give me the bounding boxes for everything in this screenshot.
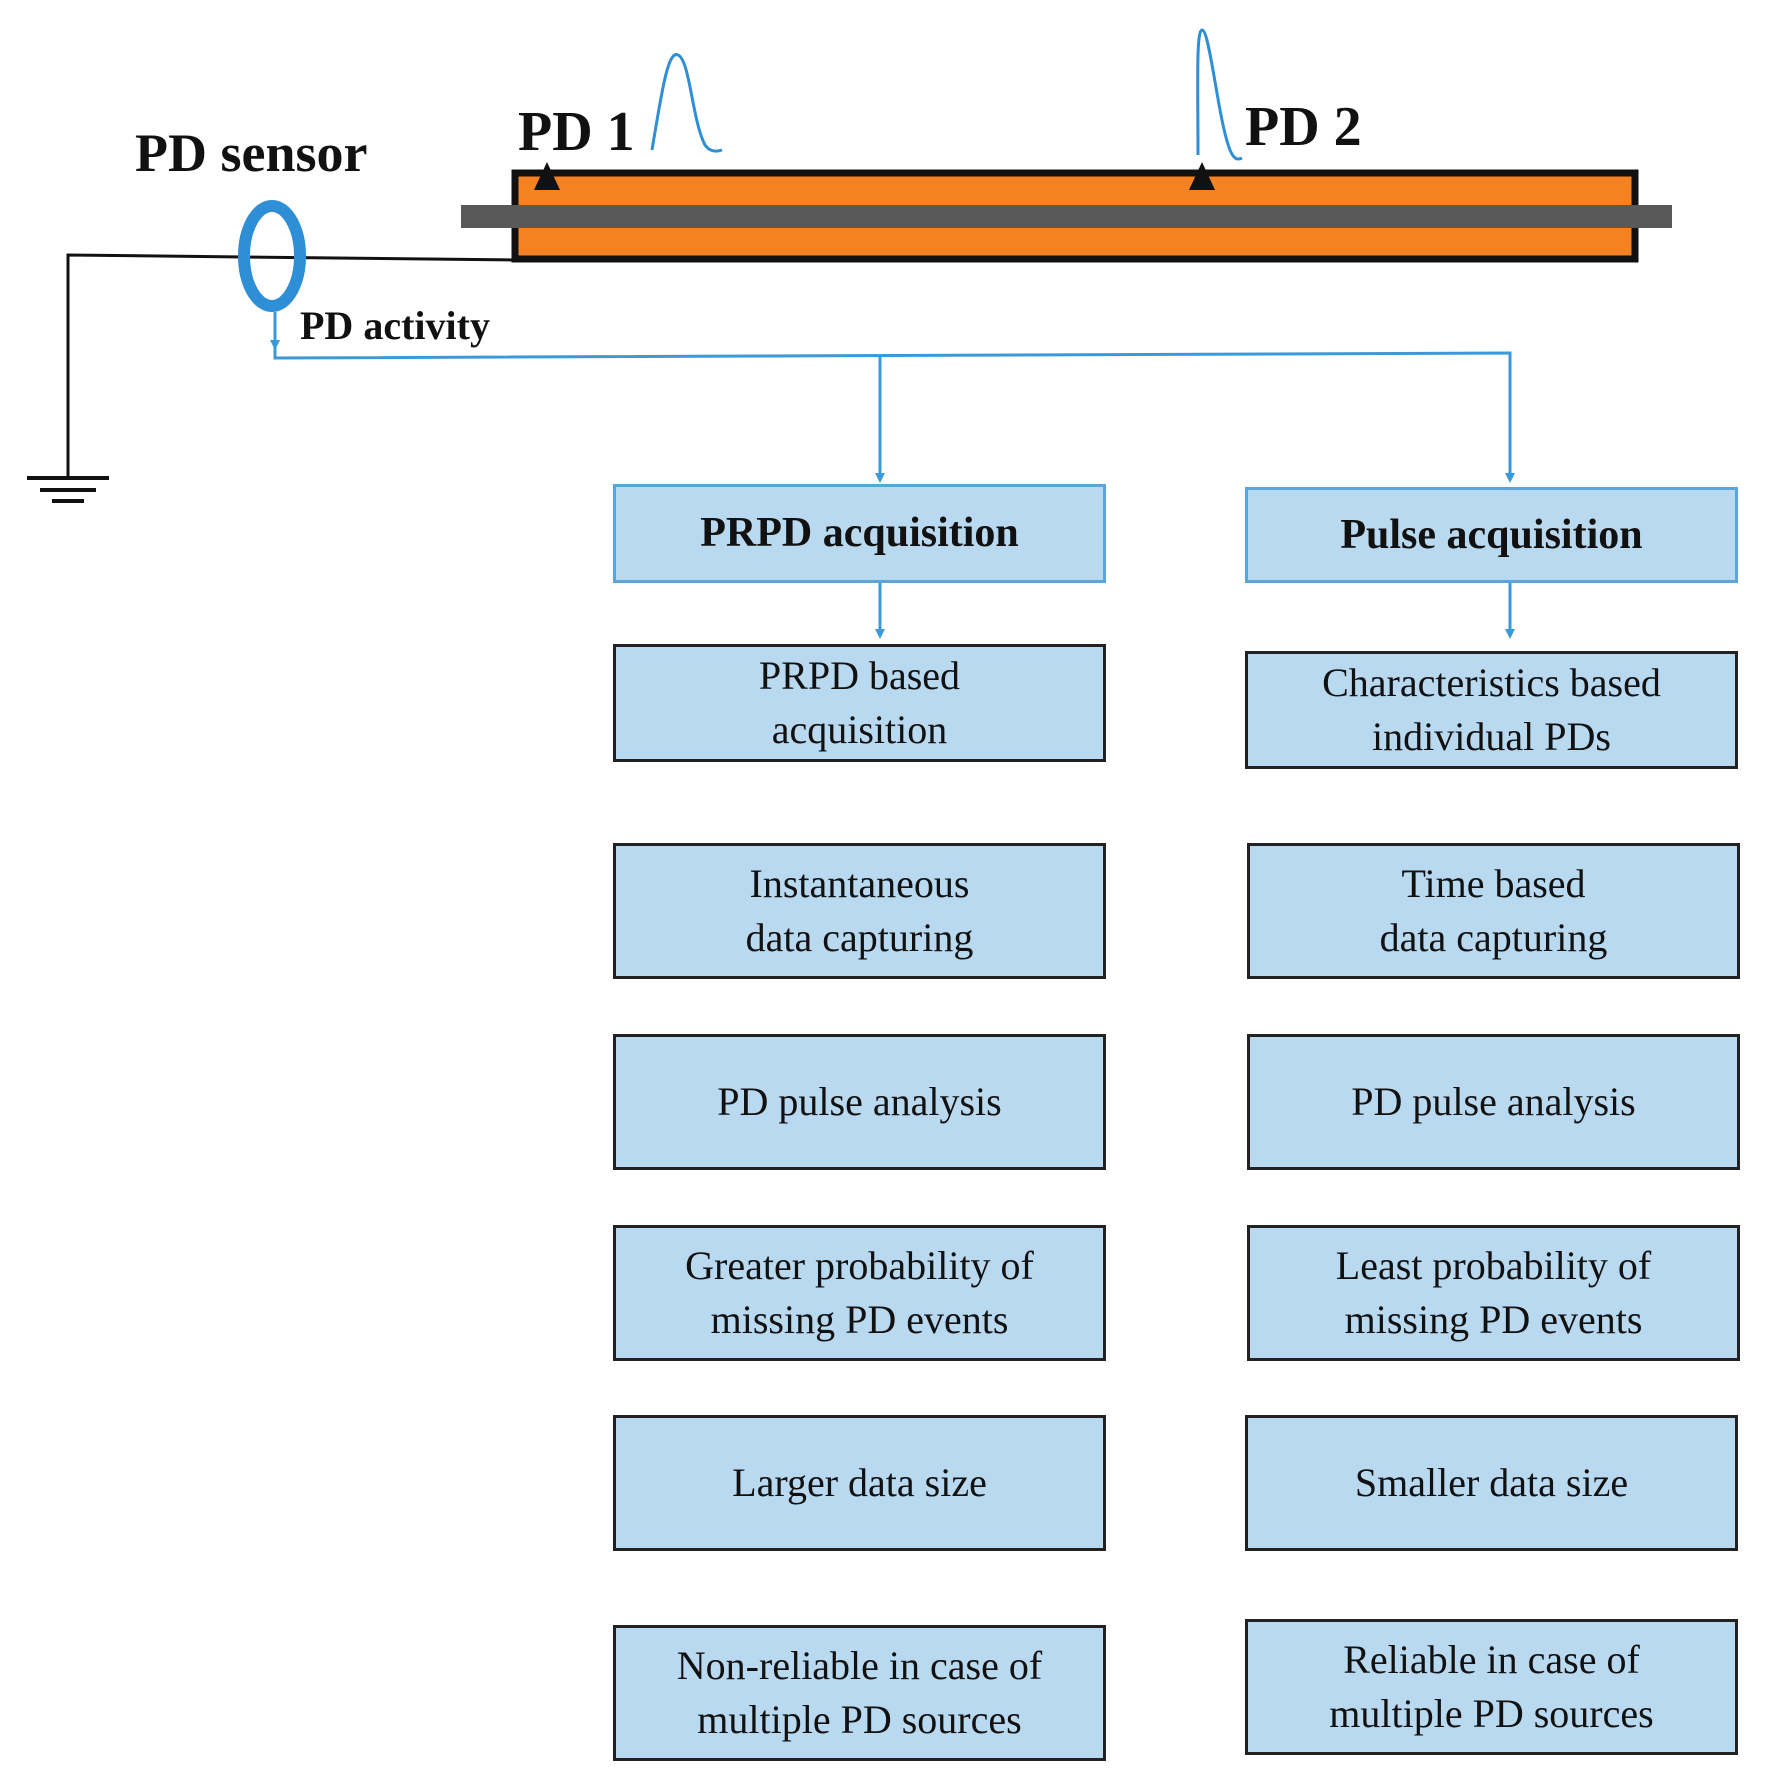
right-item-data-size: Smaller data size xyxy=(1245,1415,1738,1551)
pd-activity-label: PD activity xyxy=(300,303,490,348)
pulse-acquisition-header: Pulse acquisition xyxy=(1245,487,1738,583)
flow-lines xyxy=(270,312,1515,639)
left-item-pulse-analysis: PD pulse analysis xyxy=(613,1034,1106,1170)
left-item-data-size: Larger data size xyxy=(613,1415,1106,1551)
pd1-pulse-icon xyxy=(650,53,723,153)
pd-sensor-label: PD sensor xyxy=(135,123,368,183)
pd1-marker-icon xyxy=(534,162,560,190)
left-item-instantaneous: Instantaneous data capturing xyxy=(613,843,1106,979)
left-item-missing-events: Greater probability of missing PD events xyxy=(613,1225,1106,1361)
left-item-reliability: Non-reliable in case of multiple PD sour… xyxy=(613,1625,1106,1761)
right-item-missing-events: Least probability of missing PD events xyxy=(1247,1225,1740,1361)
cable-core xyxy=(461,205,1672,228)
prpd-acquisition-header: PRPD acquisition xyxy=(613,484,1106,583)
pd2-pulse-icon xyxy=(1196,28,1243,161)
right-item-pulse-analysis: PD pulse analysis xyxy=(1247,1034,1740,1170)
pd1-label: PD 1 xyxy=(518,101,635,163)
pd-sensor-icon xyxy=(238,200,306,312)
right-item-reliability: Reliable in case of multiple PD sources xyxy=(1245,1619,1738,1755)
left-item-prpd-based: PRPD based acquisition xyxy=(613,644,1106,762)
ground-wire xyxy=(66,253,516,478)
pd2-marker-icon xyxy=(1189,162,1215,190)
right-item-characteristics: Characteristics based individual PDs xyxy=(1245,651,1738,769)
right-item-time-based: Time based data capturing xyxy=(1247,843,1740,979)
ground-icon xyxy=(27,476,109,503)
pd2-label: PD 2 xyxy=(1245,96,1362,158)
